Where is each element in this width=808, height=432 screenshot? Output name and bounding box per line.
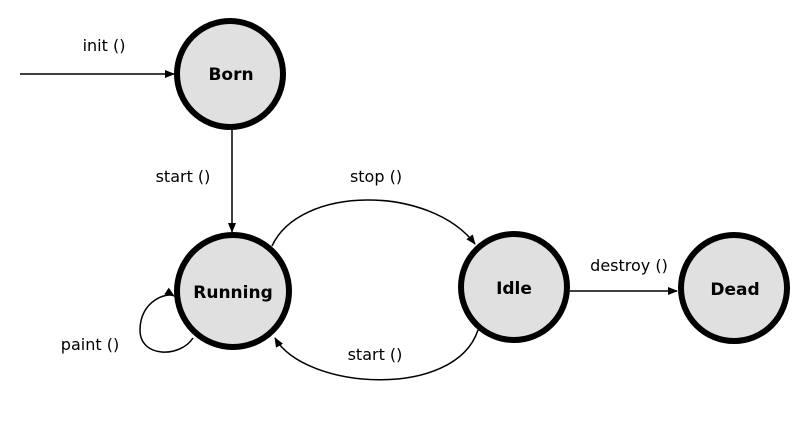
label-paint: paint () — [61, 335, 119, 354]
state-dead: Dead — [678, 232, 790, 344]
state-running-circle — [174, 232, 292, 350]
state-born: Born — [174, 18, 286, 130]
state-born-label: Born — [208, 65, 253, 85]
label-start-born-running: start () — [156, 167, 211, 186]
state-born-circle — [174, 18, 286, 130]
stop-arrow-running-to-idle — [271, 199, 476, 247]
state-idle-circle — [458, 231, 570, 343]
label-init: init () — [83, 36, 126, 55]
label-start-idle-running: start () — [348, 345, 403, 364]
state-dead-circle — [678, 232, 790, 344]
state-idle: Idle — [458, 231, 570, 343]
state-running: Running — [174, 232, 292, 350]
state-running-label: Running — [193, 283, 273, 303]
label-stop: stop () — [350, 167, 402, 186]
paint-self-loop — [139, 287, 194, 353]
state-idle-label: Idle — [496, 279, 532, 299]
label-destroy: destroy () — [590, 256, 668, 275]
start-arrow-idle-to-running — [274, 329, 479, 381]
state-dead-label: Dead — [710, 280, 759, 300]
